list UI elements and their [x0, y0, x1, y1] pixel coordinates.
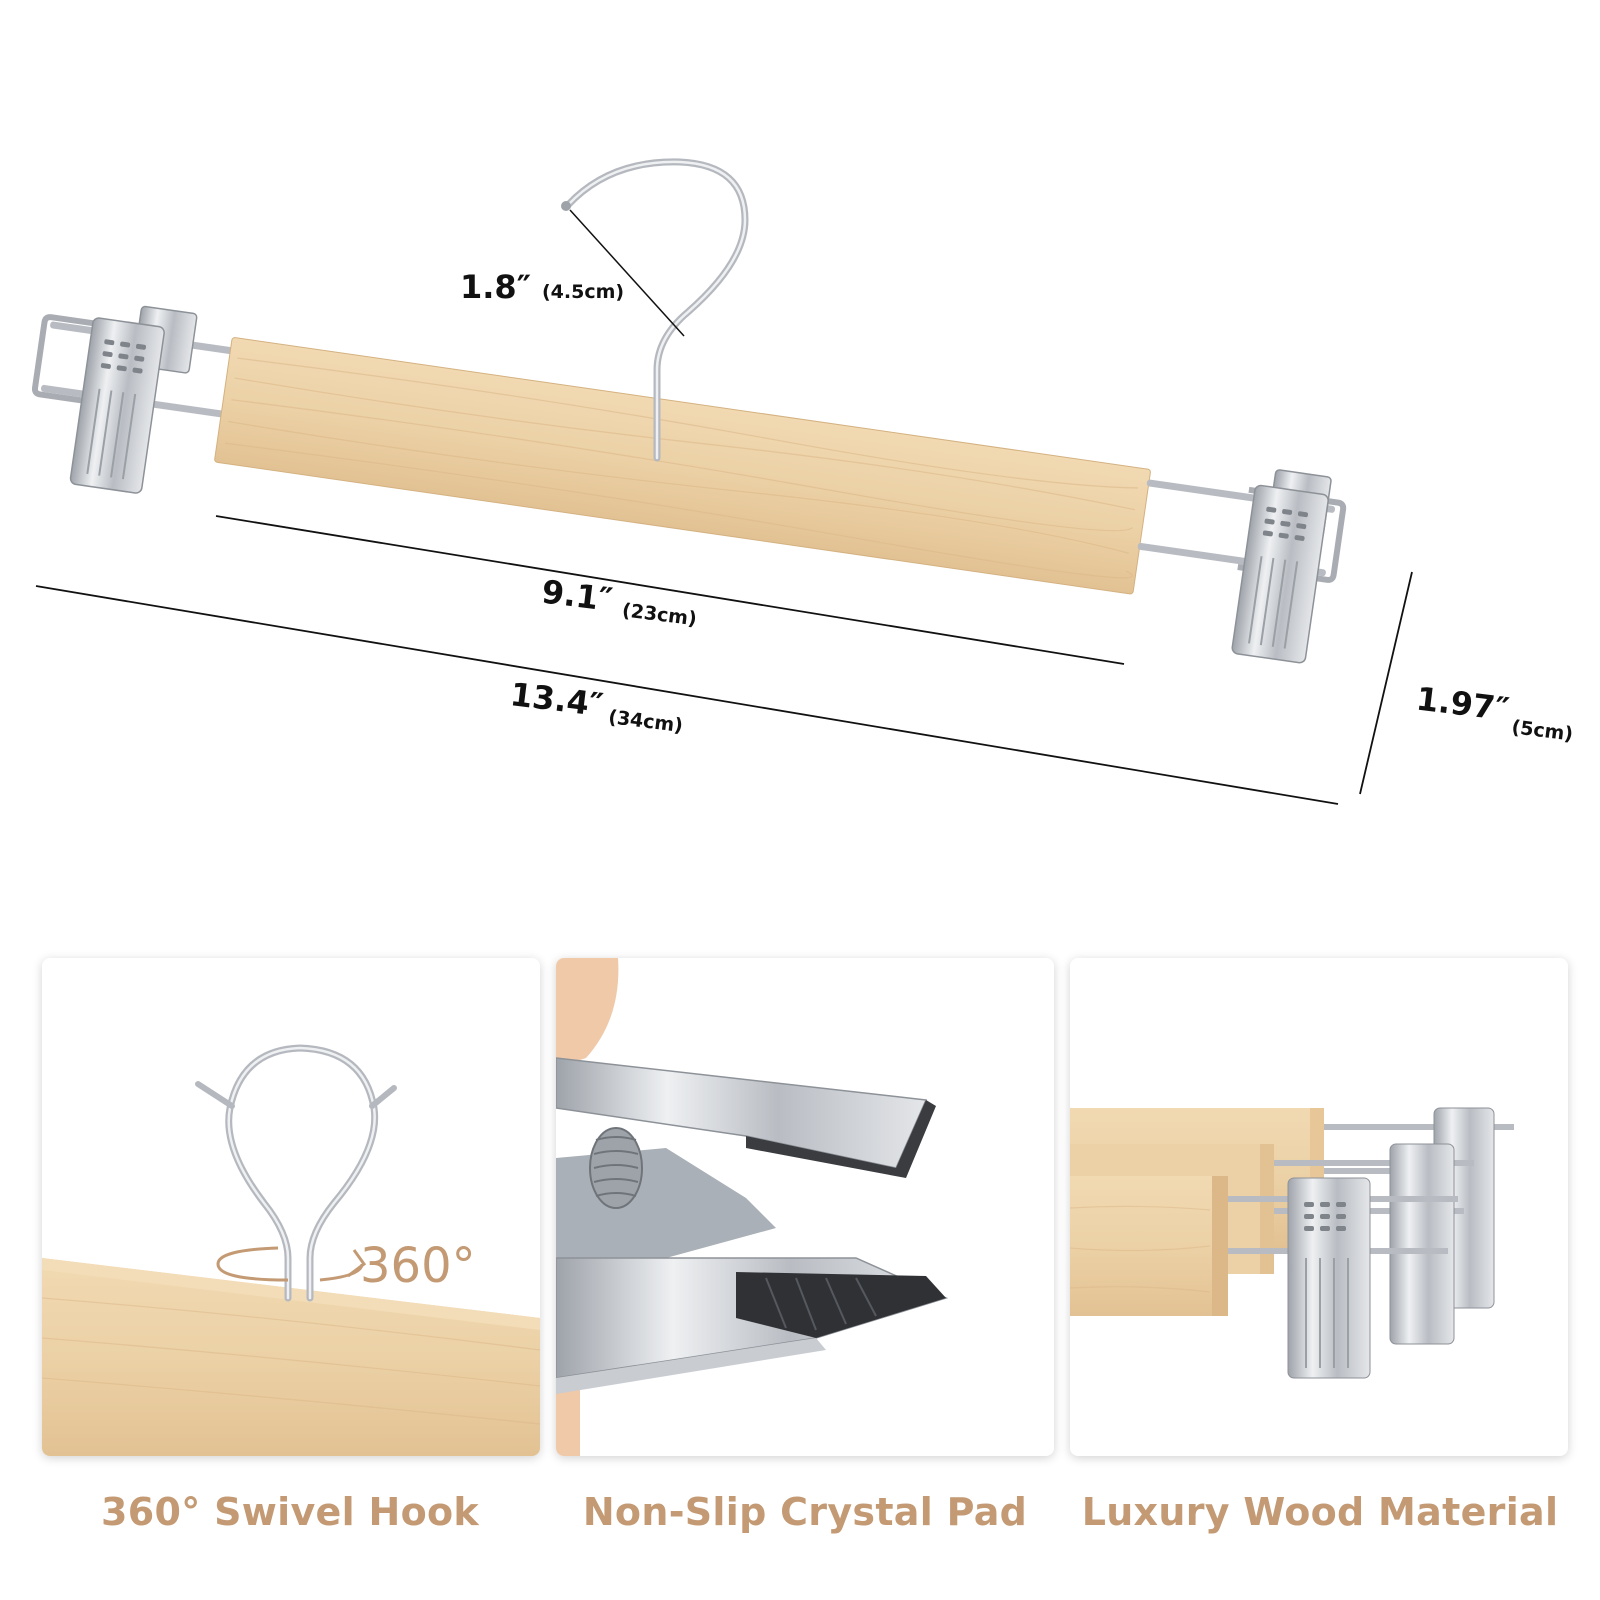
caption-wood-material: Luxury Wood Material: [1081, 1490, 1559, 1534]
length-dimension-metric: (34cm): [607, 706, 684, 737]
feature-panel-crystal-pad: [556, 958, 1054, 1456]
left-clip: [31, 305, 235, 494]
length-dimension-label: 13.4″ (34cm): [508, 675, 684, 737]
rotate-arrow-icon: [216, 1246, 367, 1282]
height-dimension-value: 1.97″: [1414, 679, 1511, 728]
feature-panel-swivel-hook: 360°: [42, 958, 540, 1456]
caption-swivel-hook: 360° Swivel Hook: [101, 1490, 479, 1534]
bar-dimension-metric: (23cm): [621, 599, 698, 630]
wood-material-illustration: [1070, 1107, 1514, 1379]
length-dimension-value: 13.4″: [508, 675, 605, 724]
height-dimension-line: [1359, 571, 1413, 795]
right-clip: [1137, 469, 1347, 664]
caption-crystal-pad: Non-Slip Crystal Pad: [582, 1490, 1028, 1534]
height-dimension-metric: (5cm): [1510, 716, 1574, 745]
swivel-hook-illustration: 360°: [42, 1044, 540, 1456]
hook-dimension-label: 1.8″ (4.5cm): [460, 268, 624, 306]
feature-panel-wood-material: [1070, 958, 1568, 1456]
crystal-pad-illustration: [556, 958, 949, 1456]
bar-dimension-line: [215, 515, 1125, 665]
swivel-hook-icon: [225, 1044, 379, 1302]
bar-dimension-value: 9.1″: [540, 572, 615, 618]
hook-dimension-line: [569, 209, 685, 337]
length-dimension-line: [35, 585, 1339, 805]
hook-dimension-metric: (4.5cm): [542, 281, 624, 303]
wood-bar: [214, 337, 1151, 595]
hanger-illustration: [31, 305, 1347, 664]
hook-dimension-value: 1.8″: [460, 268, 531, 306]
stacked-hangers: [1070, 1107, 1514, 1379]
rotation-badge: 360°: [360, 1238, 476, 1294]
height-dimension-label: 1.97″ (5cm): [1414, 679, 1574, 745]
